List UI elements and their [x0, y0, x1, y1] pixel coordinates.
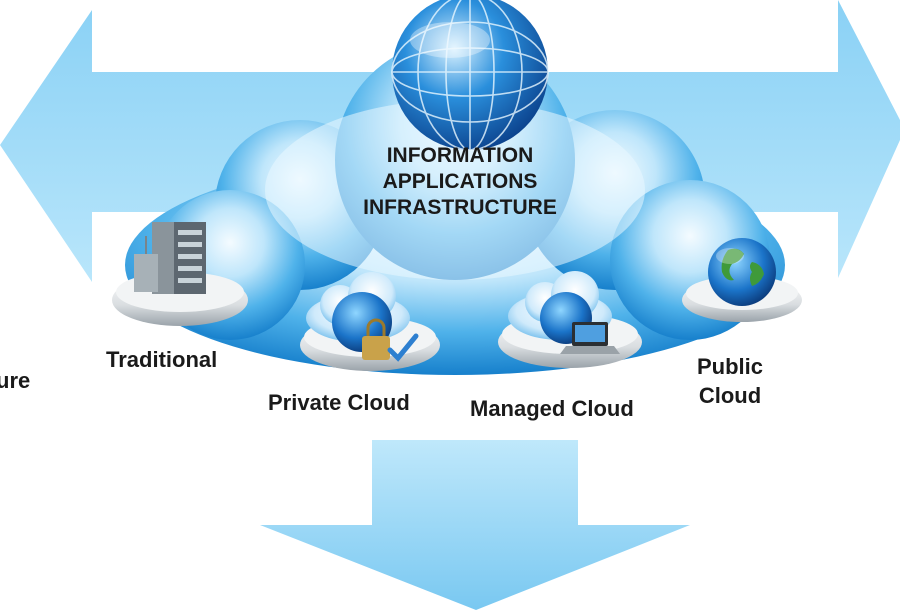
traditional-label: Traditional [106, 347, 218, 372]
public-cloud-label-line2: Cloud [698, 383, 762, 408]
globe-icon [682, 238, 802, 322]
cloud-center-text: INFORMATION APPLICATIONS INFRASTRUCTURE [330, 143, 590, 221]
private-cloud-label: Private Cloud [268, 390, 410, 415]
center-line-information: INFORMATION [386, 144, 534, 167]
managed-cloud-label: Managed Cloud [470, 396, 634, 421]
center-line-infrastructure: INFRASTRUCTURE [363, 196, 557, 219]
down-arrow [260, 440, 690, 610]
laptop-cloud-icon [498, 271, 642, 368]
office-building-icon [112, 222, 248, 326]
center-line-applications: APPLICATIONS [382, 170, 538, 193]
public-cloud-label: Public Cloud [690, 352, 770, 410]
public-cloud-label-line1: Public [696, 354, 763, 379]
main-cloud [125, 40, 785, 375]
partial-left-label: ure [0, 368, 31, 393]
wireframe-globe-icon [391, 0, 549, 151]
locked-cloud-icon [300, 272, 440, 371]
